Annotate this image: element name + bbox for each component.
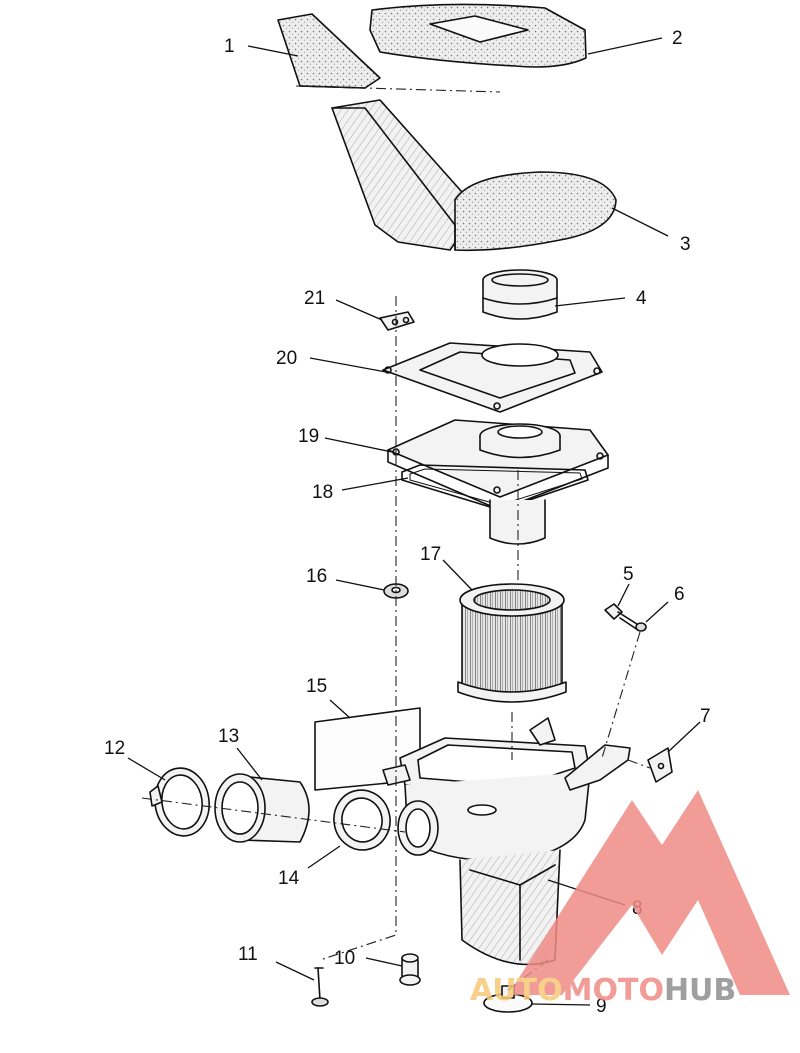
part-3-intake-cover bbox=[331, 99, 617, 252]
part-8-airbox bbox=[382, 717, 631, 966]
callout-2: 2 bbox=[672, 28, 683, 49]
part-5-bolt bbox=[604, 603, 641, 631]
callout-16: 16 bbox=[306, 566, 327, 587]
part-9-drain-cap bbox=[483, 985, 533, 1013]
part-20-upper-plate bbox=[382, 342, 603, 413]
callout-11: 11 bbox=[238, 944, 258, 965]
part-13-intake-hose bbox=[214, 773, 310, 843]
callout-3: 3 bbox=[680, 234, 691, 255]
callout-21: 21 bbox=[304, 288, 325, 309]
callout-13: 13 bbox=[218, 726, 239, 747]
part-10-plug bbox=[399, 953, 421, 986]
part-11-screw bbox=[311, 967, 329, 1007]
callout-17: 17 bbox=[420, 544, 441, 565]
part-7-bracket bbox=[647, 747, 673, 783]
watermark-text-moto: MOTO bbox=[563, 973, 664, 1008]
watermark-text-auto: AUTO bbox=[470, 973, 563, 1008]
callout-12: 12 bbox=[104, 738, 125, 759]
part-1-intake-duct bbox=[277, 13, 381, 89]
callout-5: 5 bbox=[623, 564, 634, 585]
callout-10: 10 bbox=[334, 948, 355, 969]
callout-4: 4 bbox=[636, 288, 647, 309]
part-21-clip bbox=[379, 311, 415, 331]
callout-7: 7 bbox=[700, 706, 711, 727]
part-4-rubber-coupler bbox=[482, 269, 558, 320]
watermark-text-hub: HUB bbox=[664, 973, 736, 1008]
svg-text:AUTOMOTOHUB: AUTOMOTOHUB bbox=[470, 973, 736, 1008]
part-18-gasket bbox=[401, 464, 589, 511]
part-2-foam-pad bbox=[369, 3, 587, 68]
callout-9: 9 bbox=[596, 996, 607, 1017]
callout-20: 20 bbox=[276, 348, 297, 369]
callout-18: 18 bbox=[312, 482, 333, 503]
part-14-clamp bbox=[333, 789, 391, 851]
part-6-washer bbox=[635, 622, 647, 632]
callouts: 1 2 3 4 5 6 7 8 9 10 11 12 13 14 15 16 1… bbox=[104, 28, 711, 1017]
part-17-filter-element bbox=[457, 583, 567, 703]
callout-1: 1 bbox=[224, 36, 235, 57]
callout-14: 14 bbox=[278, 868, 300, 889]
callout-15: 15 bbox=[306, 676, 327, 697]
part-12-clamp bbox=[149, 767, 210, 837]
callout-19: 19 bbox=[298, 426, 319, 447]
watermark-logo-icon bbox=[508, 790, 790, 995]
callout-6: 6 bbox=[674, 584, 685, 605]
watermark: AUTOMOTOHUB bbox=[470, 790, 790, 1008]
